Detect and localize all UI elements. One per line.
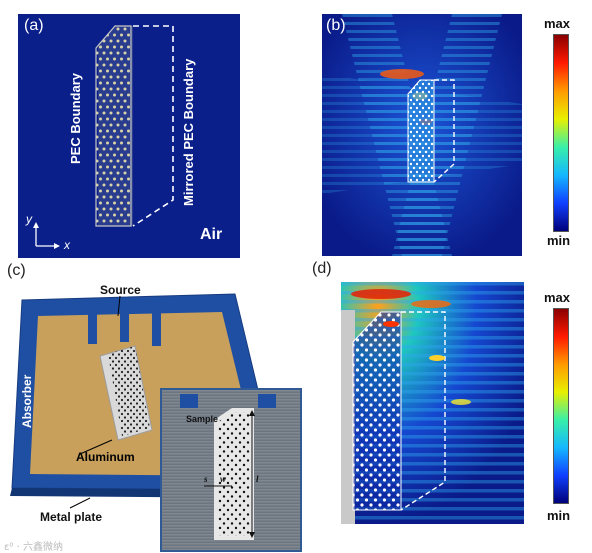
colorbar-d [553,308,569,504]
absorber-label: Absorber [20,374,34,428]
colorbar-b-max: max [544,16,571,31]
axis-y-label: y [26,212,32,226]
inset-l-label: l [256,474,259,484]
pec-boundary-label: PEC Boundary [68,72,83,164]
panel-b: (b) [322,14,522,256]
metal-plate-label: Metal plate [40,510,103,524]
panel-label-a: (a) [24,17,44,34]
inset-sample-label: Sample [186,414,219,424]
inset-s-label: s [204,474,208,484]
panel-a: (a) PEC Boundary Mirrored PEC Boundary A… [18,14,240,258]
air-label: Air [200,226,223,243]
colorbar-b-min: min [547,233,571,248]
panel-a-schematic [33,25,174,249]
colorbar-b [553,34,569,232]
colorbar-d-max: max [544,290,571,305]
axis-x-label: x [64,238,70,252]
panel-c-inset-photo: Sample s w l [160,388,302,552]
sample-hole-lattice [95,25,132,227]
panel-d: (d) [341,282,524,524]
mirrored-pec-label: Mirrored PEC Boundary [181,58,196,206]
panel-label-d-outer: (d) [312,260,332,277]
watermark: ε⁰ · 六鑫微纳 [4,542,63,553]
panel-d-field-map [341,282,524,524]
panel-b-field-map [322,14,522,256]
mirrored-boundary-lines [132,25,174,227]
aluminum-label: Aluminum [76,450,135,464]
source-label: Source [100,283,141,297]
inset-w-label: w [220,474,227,484]
colorbar-d-min: min [547,508,571,523]
panel-label-b: (b) [326,17,346,34]
panel-label-c: (c) [7,262,26,279]
